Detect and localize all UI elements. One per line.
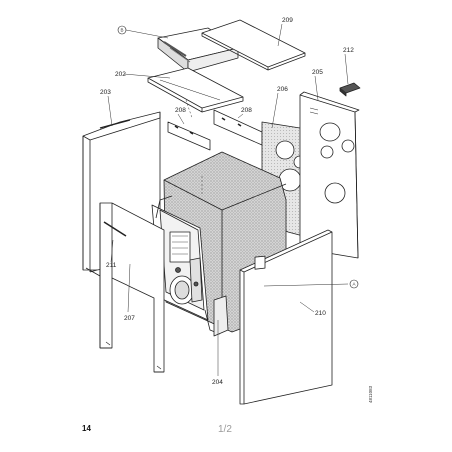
page-number: 14 [82,424,91,433]
callout-a-marker: A [349,279,359,289]
label-209: 209 [282,17,293,24]
drawing-code: 4811083 [368,385,373,403]
callout-b-marker: B [117,25,127,35]
small-component [339,82,361,97]
label-210: 210 [315,310,326,317]
label-208-right: 208 [241,107,252,114]
label-203: 203 [100,89,111,96]
top-cover-panel [201,19,306,71]
label-206: 206 [277,86,288,93]
rear-panel [299,91,360,259]
front-inner-panel [99,202,165,373]
page-indicator: 1/2 [218,424,232,435]
label-205: 205 [312,69,323,76]
label-211: 211 [106,262,117,269]
callout-b-label: B [120,28,123,33]
label-212: 212 [343,47,354,54]
leader-lines [107,23,349,376]
callout-a-label: A [352,282,355,287]
label-208-left: 208 [175,107,186,114]
front-door-panel [239,229,333,405]
label-202: 202 [115,71,126,78]
bracket-rails [167,109,263,151]
label-204: 204 [212,379,223,386]
boiler-front-assembly [151,195,229,337]
label-207: 207 [124,315,135,322]
upper-plate [147,67,244,113]
